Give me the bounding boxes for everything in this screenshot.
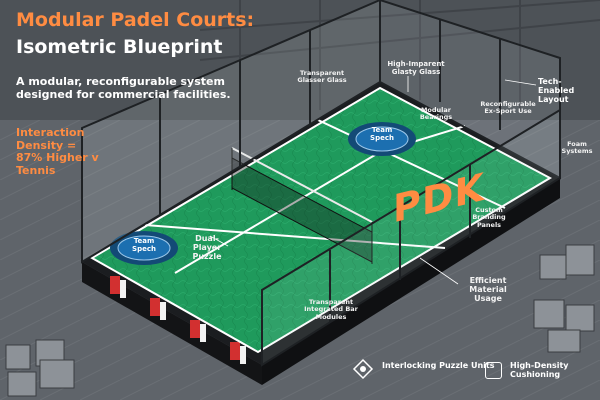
team-spot-2	[110, 231, 178, 265]
glass-walls	[81, 0, 561, 367]
label-foam-systems: Foam Systems	[561, 140, 593, 156]
legend-cushioning: High-Density Cushioning	[510, 361, 569, 380]
team-spot-label-2: Team Spech	[132, 237, 156, 253]
storage-crates	[5, 244, 595, 397]
puzzle-unit-row	[110, 276, 246, 364]
team-spot-label-1: Team Spech	[370, 126, 394, 142]
label-efficient-material: Efficient Material Usage	[469, 276, 507, 304]
label-dual-player: Dual-Player Puzzle	[192, 234, 222, 262]
turf-surface	[92, 88, 550, 352]
density-stat: Interaction Density = 87% Higher v Tenni…	[16, 126, 116, 178]
label-integrated-modules: Transparent Integrated Bar Modules	[304, 298, 358, 321]
roof-trusses	[199, 0, 600, 120]
team-spot-1	[348, 122, 416, 156]
cushioning-icon	[485, 362, 502, 379]
label-transparent-glass: Transparent Glasser Glass	[297, 69, 347, 85]
label-tech-layout: Tech-Enabled Layout	[538, 77, 575, 105]
density-label: Interaction Density =	[16, 126, 85, 152]
page-title-line-1: Modular Padel Courts:	[16, 9, 255, 31]
density-value: 87% Higher v Tennis	[16, 151, 99, 177]
page-subtitle: A modular, reconfigurable system designe…	[16, 75, 231, 101]
label-custom-branding: Custom Branding Panels	[472, 206, 506, 229]
net	[231, 147, 373, 264]
puzzle-unit-icon	[352, 358, 374, 380]
page-title-line-2: Isometric Blueprint	[16, 36, 223, 58]
legend-puzzle-units: Interlocking Puzzle Units	[382, 361, 495, 370]
callout-lines	[209, 76, 537, 285]
label-glass: High-Imparent Glasty Glass	[387, 60, 445, 77]
label-reconfigurable: Reconfigurable Ex-Sport Use	[480, 100, 536, 116]
label-modular-bearings: Modular Bearings	[419, 106, 453, 122]
